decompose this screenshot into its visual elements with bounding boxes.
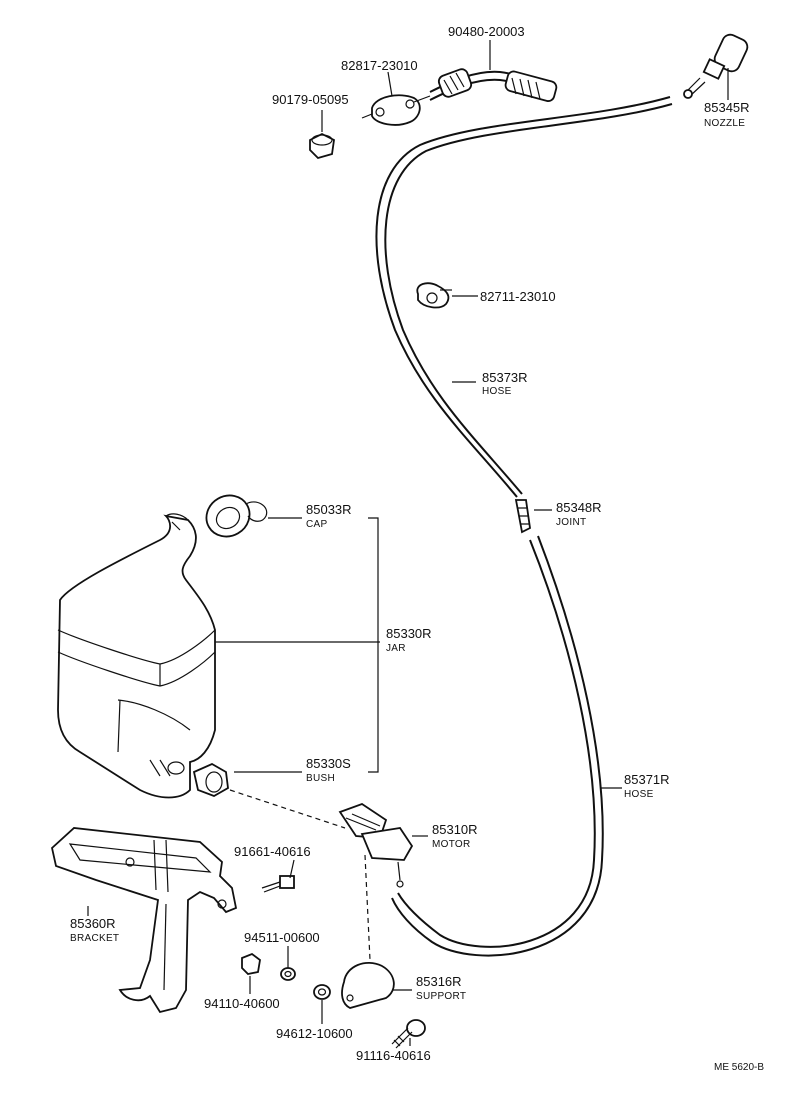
label-85345: 85345R NOZZLE	[704, 100, 750, 129]
washer-pipe-assembly	[429, 68, 558, 102]
support-part	[341, 961, 395, 1009]
part-number-85330s: 85330S	[306, 756, 351, 771]
part-name-85348: JOINT	[556, 517, 586, 528]
pipe-joint-part	[361, 94, 431, 126]
nut-94110-part	[241, 952, 261, 975]
part-number-94110: 94110-40600	[204, 996, 280, 1011]
bolt-91661-part	[261, 875, 295, 893]
part-number-94612: 94612-10600	[276, 1026, 353, 1041]
part-number-82817: 82817-23010	[341, 58, 418, 73]
clamp-part	[416, 282, 452, 309]
leader-lines	[87, 40, 729, 1046]
screw-91116-part	[391, 1019, 426, 1049]
part-number-85033: 85033R	[306, 502, 352, 517]
cap-part	[205, 494, 268, 538]
bracket-part	[51, 827, 238, 1014]
diagram-code: ME 5620-B	[714, 1062, 764, 1073]
part-name-85330s: BUSH	[306, 773, 335, 784]
label-82817: 82817-23010	[341, 58, 418, 73]
label-91116: 91116-40616	[356, 1048, 431, 1063]
label-94612: 94612-10600	[276, 1026, 353, 1041]
part-name-85330r: JAR	[386, 643, 406, 654]
part-number-85310: 85310R	[432, 822, 478, 837]
label-85033: 85033R CAP	[306, 502, 352, 530]
part-name-85033: CAP	[306, 519, 327, 530]
label-85310: 85310R MOTOR	[432, 822, 478, 850]
part-number-85371: 85371R	[624, 772, 670, 787]
bush-part	[192, 762, 229, 797]
washer-94511-part	[280, 967, 296, 981]
grommet-part	[309, 132, 335, 160]
part-number-91661: 91661-40616	[234, 844, 311, 859]
label-85371: 85371R HOSE	[624, 772, 670, 800]
part-number-85330r: 85330R	[386, 626, 432, 641]
nozzle-part	[683, 33, 749, 99]
part-number-91116: 91116-40616	[356, 1048, 431, 1063]
label-94110: 94110-40600	[204, 996, 280, 1011]
part-number-85316: 85316R	[416, 974, 462, 989]
part-number-90179: 90179-05095	[272, 92, 349, 107]
part-number-85348: 85348R	[556, 500, 602, 515]
washer-motor-part	[338, 802, 414, 888]
label-90179: 90179-05095	[272, 92, 349, 107]
label-90480: 90480-20003	[448, 24, 525, 39]
part-name-85310: MOTOR	[432, 839, 471, 850]
part-name-85373: HOSE	[482, 386, 512, 397]
label-85316: 85316R SUPPORT	[416, 974, 466, 1002]
part-number-85345: 85345R	[704, 100, 750, 115]
hose-85373r	[375, 96, 671, 498]
hose-85371r	[397, 539, 596, 948]
label-85360: 85360R BRACKET	[70, 916, 119, 944]
part-name-85360: BRACKET	[70, 933, 119, 944]
part-number-85360: 85360R	[70, 916, 116, 931]
label-94511: 94511-00600	[244, 930, 320, 945]
washer-94612-part	[313, 984, 331, 1000]
part-number-90480: 90480-20003	[448, 24, 525, 39]
label-85330r: 85330R JAR	[386, 626, 432, 654]
part-name-85345: NOZZLE	[704, 118, 745, 129]
part-number-82711: 82711-23010	[480, 289, 556, 304]
part-number-94511: 94511-00600	[244, 930, 320, 945]
label-82711: 82711-23010	[480, 289, 556, 304]
label-85330s: 85330S BUSH	[306, 756, 351, 784]
label-91661: 91661-40616	[234, 844, 311, 859]
part-name-85371: HOSE	[624, 789, 654, 800]
part-number-85373: 85373R	[482, 370, 528, 385]
label-85348: 85348R JOINT	[556, 500, 602, 528]
label-85373: 85373R HOSE	[482, 370, 528, 397]
part-name-85316: SUPPORT	[416, 991, 466, 1002]
joint-part	[514, 499, 531, 534]
washer-jar-part	[57, 513, 216, 799]
